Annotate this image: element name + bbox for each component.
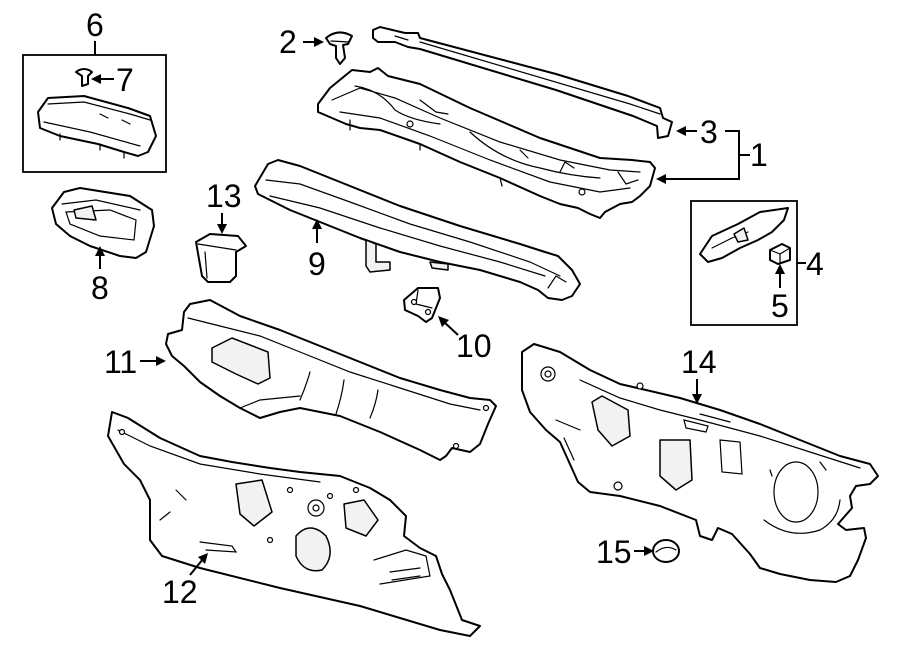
- callout-labels: 1 2 3 4 5 6 7 8 9 10 11 12 13 14 15: [86, 7, 824, 610]
- callout-5: 5: [771, 288, 789, 324]
- callout-9: 9: [308, 246, 326, 282]
- callout-1: 1: [750, 137, 768, 173]
- callout-13: 13: [206, 178, 242, 214]
- part-2-clip: [325, 31, 353, 65]
- callout-6: 6: [86, 7, 104, 43]
- callout-7: 7: [116, 62, 134, 98]
- callout-14: 14: [681, 344, 717, 380]
- callout-12: 12: [162, 574, 198, 610]
- part-15-plug: [652, 539, 680, 563]
- part-14-outer-insulator: [521, 343, 879, 583]
- part-12-dash-panel: [107, 411, 481, 637]
- part-6-assembly: [22, 54, 167, 173]
- callout-8: 8: [91, 270, 109, 306]
- callout-3: 3: [700, 114, 718, 150]
- callout-4: 4: [806, 246, 824, 282]
- part-9-reinforcement: [254, 159, 581, 301]
- part-8-tray: [51, 187, 155, 259]
- callout-2: 2: [279, 24, 297, 60]
- part-10-bracket: [403, 287, 441, 323]
- part-1-cowl-panel: [317, 67, 656, 219]
- callout-15: 15: [596, 534, 632, 570]
- part-13-insert: [195, 233, 247, 283]
- callout-11: 11: [104, 344, 137, 380]
- part-4-assembly: [690, 200, 798, 326]
- callout-10: 10: [456, 328, 492, 364]
- part-11-insulator: [165, 299, 497, 461]
- part-3-seal-strip: [372, 26, 673, 139]
- leader-lines: [91, 37, 806, 576]
